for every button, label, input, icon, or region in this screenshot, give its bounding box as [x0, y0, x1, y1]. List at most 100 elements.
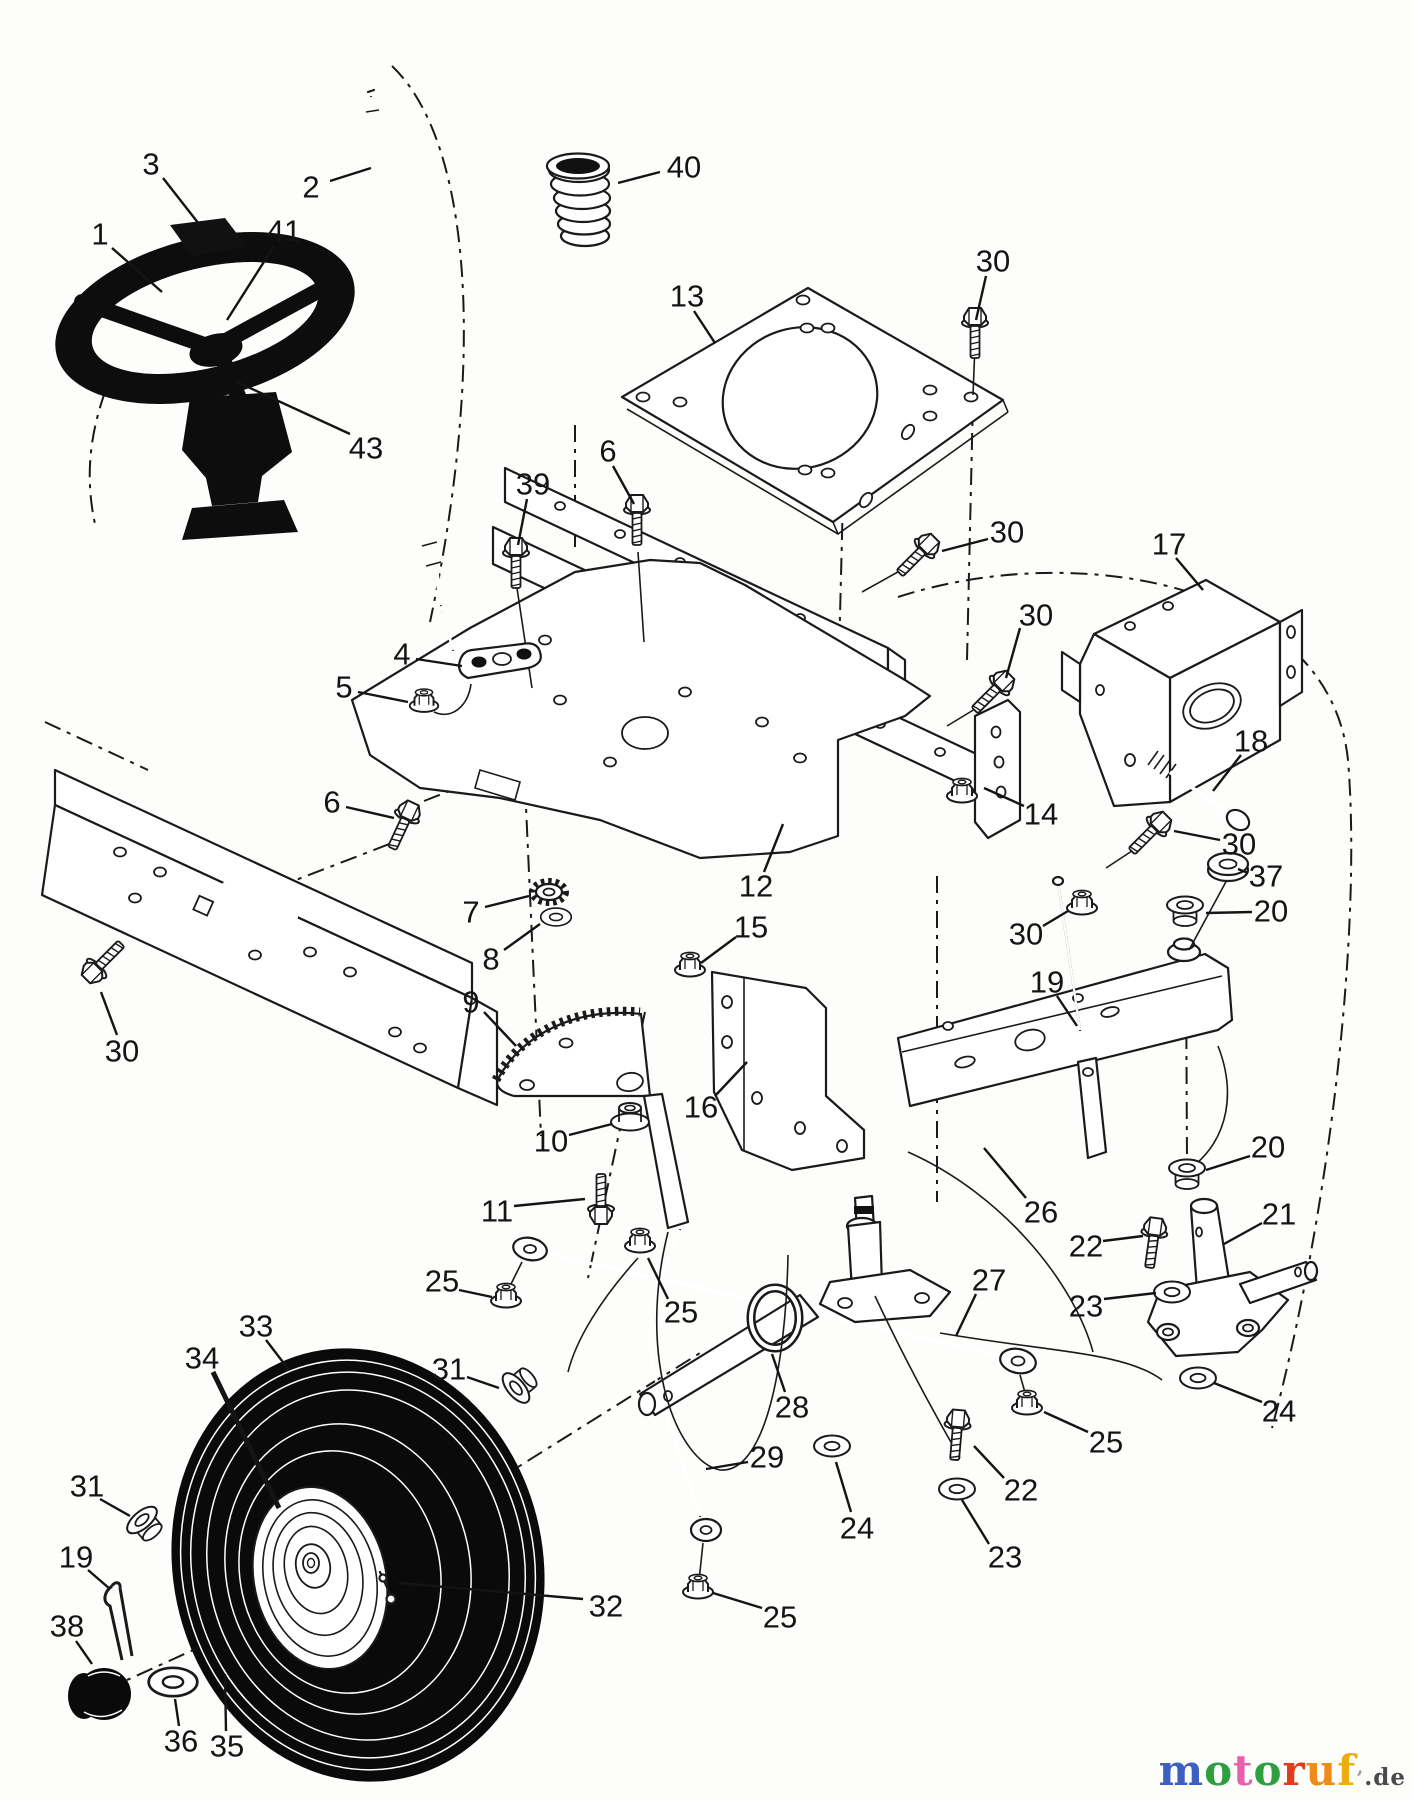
part-label-36: 36 [164, 1724, 198, 1759]
watermark-letter: o [1253, 1746, 1283, 1795]
part-label-41: 41 [267, 214, 301, 249]
part-label-23: 23 [988, 1540, 1022, 1575]
part-label-30: 30 [105, 1034, 139, 1069]
watermark-tick: ’ [1356, 1766, 1365, 1790]
leader-line [1175, 557, 1204, 591]
leader-line [712, 1591, 763, 1610]
part-label-23: 23 [1069, 1289, 1103, 1324]
nut-15 [674, 951, 706, 978]
leader-line [700, 936, 737, 964]
washer-36 [147, 1666, 199, 1698]
drag-link-29 [648, 1228, 723, 1543]
part-label-2: 2 [302, 170, 319, 205]
part-label-38: 38 [50, 1609, 84, 1644]
part-label-11: 11 [481, 1194, 513, 1229]
leader-line [236, 380, 351, 436]
leader-line [1205, 910, 1253, 915]
bushing-20 [1168, 1158, 1206, 1190]
leader-line [941, 537, 989, 553]
leader-line [568, 1122, 613, 1137]
leader-line [265, 1339, 290, 1371]
leader-line [162, 177, 200, 225]
hub-cap-38 [68, 1668, 131, 1720]
leader-line [1223, 1221, 1263, 1246]
part-label-29: 29 [750, 1440, 784, 1475]
part-label-22: 22 [1069, 1229, 1103, 1264]
part-label-6: 6 [599, 434, 616, 469]
valve-stem-32 [378, 1570, 397, 1605]
sector-gear-9 [491, 1006, 690, 1230]
leader-line [762, 823, 785, 873]
part-label-24: 24 [840, 1511, 874, 1546]
leader-line [99, 1497, 131, 1518]
nut-30 [1066, 889, 1098, 916]
part-label-1: 1 [91, 217, 108, 252]
part-label-27: 27 [972, 1263, 1006, 1298]
leader-line [415, 657, 463, 668]
part-label-30: 30 [990, 515, 1024, 550]
watermark-letter: m [1158, 1746, 1205, 1795]
leader-line [329, 166, 372, 183]
part-label-10: 10 [534, 1124, 568, 1159]
part-label-14: 14 [1024, 797, 1058, 832]
part-label-3: 3 [142, 147, 159, 182]
washer-8 [539, 907, 573, 927]
steering-shaft-2 [365, 88, 455, 652]
part-label-26: 26 [1024, 1195, 1058, 1230]
watermark-letter: t [1233, 1746, 1254, 1795]
leader-line [611, 465, 636, 505]
leader-line [1103, 1291, 1157, 1301]
pinion-gear-7 [529, 878, 569, 906]
leader-line [692, 310, 717, 344]
leader-line [983, 786, 1025, 808]
part-label-30: 30 [1222, 827, 1256, 862]
part-label-32: 32 [589, 1589, 623, 1624]
washer-23 [1153, 1280, 1191, 1304]
part-label-19: 19 [1030, 965, 1064, 1000]
leader-line [1173, 829, 1221, 842]
support-bracket-17 [1060, 578, 1304, 808]
cotter-pin-19 [103, 1581, 134, 1661]
part-label-15: 15 [734, 910, 768, 945]
nut-25 [682, 1573, 714, 1600]
nut-25 [1011, 1389, 1043, 1416]
part-label-37: 37 [1249, 859, 1283, 894]
part-label-20: 20 [1254, 894, 1288, 929]
bolt-22 [1135, 1215, 1171, 1271]
leader-line [714, 1061, 748, 1097]
bushing-31 [121, 1500, 171, 1549]
leader-line [483, 1011, 517, 1047]
connector-lines [433, 344, 1229, 1582]
leader-line [503, 923, 541, 951]
pin-19 [1051, 875, 1082, 1032]
leader-line [1042, 909, 1069, 928]
leader-line [513, 1197, 586, 1208]
leader-line [1043, 1410, 1089, 1434]
leader-line [1212, 754, 1242, 792]
leader-line [1205, 1154, 1251, 1172]
watermark-logo: motoruf’.de [1159, 1750, 1406, 1792]
part-label-9: 9 [462, 985, 479, 1020]
leader-line [484, 894, 530, 909]
part-label-25: 25 [763, 1600, 797, 1635]
part-label-7: 7 [462, 895, 479, 930]
nut-25 [490, 1282, 522, 1309]
bolt-11 [587, 1173, 615, 1225]
leader-line [705, 1460, 749, 1471]
leader-line [1056, 995, 1078, 1027]
washer-23 [938, 1477, 976, 1501]
part-label-8: 8 [482, 942, 499, 977]
part-label-33: 33 [239, 1309, 273, 1344]
part-label-35: 35 [210, 1729, 244, 1764]
leader-line [75, 1640, 93, 1665]
frame-rail-left [40, 768, 499, 1107]
washer-24 [1179, 1366, 1217, 1390]
steering-wheel-1 [55, 232, 355, 540]
part-label-21: 21 [1262, 1197, 1296, 1232]
bolt-30 [889, 527, 946, 584]
leader-line [345, 805, 395, 820]
leader-line [210, 1370, 282, 1510]
watermark-letter: u [1305, 1746, 1338, 1795]
leader-line [974, 275, 988, 321]
bushing-20 [1166, 895, 1204, 927]
